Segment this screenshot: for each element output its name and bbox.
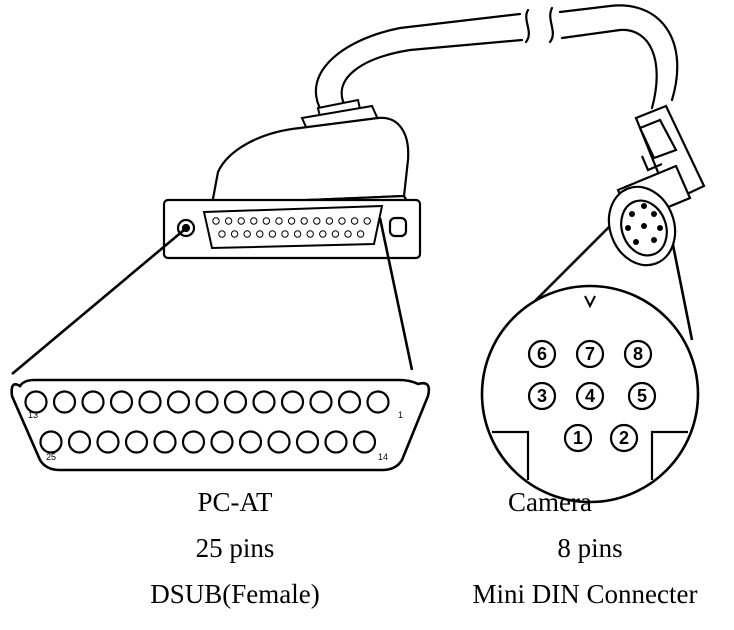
din-pin-number-8: 8: [633, 344, 643, 364]
dsub-pin: [238, 430, 263, 454]
small-dsub-pin: [363, 217, 371, 225]
small-dsub-pin: [300, 217, 308, 225]
dsub-pin: [39, 430, 63, 454]
small-dsub-pin: [212, 217, 220, 225]
small-dsub-pin: [243, 230, 251, 238]
dsub-pin: [337, 390, 362, 414]
dsub-pin: [153, 430, 177, 454]
dsub-pin: [81, 390, 105, 414]
din-pin-8: [623, 339, 653, 369]
dsub-pin: [52, 390, 77, 414]
dsub-pin: [96, 430, 120, 454]
dsub-pin: [24, 390, 48, 414]
din-pin-number-5: 5: [637, 386, 647, 406]
din-plug: [607, 104, 706, 267]
pc-at-label: PC-AT: [197, 487, 273, 517]
din-pin-4: [575, 381, 605, 411]
dsub-pin-label-25: 25: [46, 452, 56, 462]
small-dsub-pin: [268, 230, 277, 238]
dsub-pin: [67, 430, 92, 454]
small-dsub-pins: [212, 217, 371, 238]
dsub-pin: [324, 430, 348, 454]
small-dsub-pin: [319, 230, 327, 238]
din-pin-3: [527, 381, 557, 411]
camera-type-label: Mini DIN Connecter: [472, 579, 698, 609]
dsub-pin: [109, 390, 134, 414]
din-key: [584, 295, 596, 309]
small-dsub-pin: [331, 230, 340, 238]
dsub-pin: [295, 430, 320, 454]
dsub25-face: [10, 378, 431, 472]
small-dsub-pin: [275, 217, 283, 225]
din-pin-6: [527, 339, 557, 369]
dsub-flange: [162, 198, 422, 260]
small-dsub-pin: [218, 230, 226, 238]
dsub-pin-label-1: 1: [398, 410, 403, 420]
din-pin-1: [563, 423, 593, 453]
dsub-pin: [309, 390, 333, 414]
small-dsub-pin: [293, 230, 302, 238]
small-dsub-pin: [262, 217, 271, 225]
small-dsub-pin: [338, 217, 346, 225]
dsub-pin: [366, 390, 390, 414]
dsub-pin: [166, 390, 191, 414]
din-pin-number-6: 6: [537, 344, 547, 364]
small-dsub-pin: [313, 217, 321, 225]
din-pin-number-2: 2: [619, 428, 629, 448]
small-dsub-pin: [356, 230, 365, 238]
dsub-pin: [210, 430, 234, 454]
dsub-pin: [352, 430, 377, 454]
small-dsub-pin: [224, 217, 233, 225]
camera-label: Camera: [508, 487, 592, 517]
dsub-pin: [195, 390, 219, 414]
small-dsub-pin: [250, 217, 258, 225]
din-pin-number-1: 1: [573, 428, 583, 448]
dsub-pin: [223, 390, 248, 414]
dsub-pin-label-14: 14: [378, 452, 388, 462]
dsub-pin: [181, 430, 206, 454]
dsub-pin: [280, 390, 305, 414]
cable: [314, 4, 679, 114]
din-pin-number-4: 4: [585, 386, 595, 406]
dsub-pin: [267, 430, 291, 454]
dsub-pin: [138, 390, 162, 414]
small-dsub-pin: [344, 230, 352, 238]
din-notches: [492, 430, 688, 480]
small-dsub-pin: [281, 230, 289, 238]
din-pin-5: [627, 381, 657, 411]
dsub-pin: [252, 390, 276, 414]
small-dsub-pin: [287, 217, 296, 225]
small-dsub-pin: [325, 217, 334, 225]
dsub25-pins: [24, 390, 390, 454]
pc-type-label: DSUB(Female): [150, 579, 320, 609]
din-pin-number-3: 3: [537, 386, 547, 406]
small-dsub-pin: [256, 230, 264, 238]
din-pin-number-7: 7: [585, 344, 595, 364]
small-dsub-pin: [237, 217, 245, 225]
dsub-pin-label-13: 13: [28, 410, 38, 420]
pc-pins-label: 25 pins: [195, 533, 275, 563]
small-dsub-pin: [350, 217, 359, 225]
leader-lines: [11, 217, 694, 375]
din-pin-2: [609, 423, 639, 453]
small-dsub-pin: [230, 230, 239, 238]
din-pin-7: [575, 339, 605, 369]
dsub-pin: [124, 430, 149, 454]
din-pins: 6 7 8 3 4 5 1 2: [527, 339, 657, 453]
din-plug-pins: [625, 203, 663, 245]
small-dsub-pin: [306, 230, 314, 238]
camera-pins-label: 8 pins: [557, 533, 623, 563]
